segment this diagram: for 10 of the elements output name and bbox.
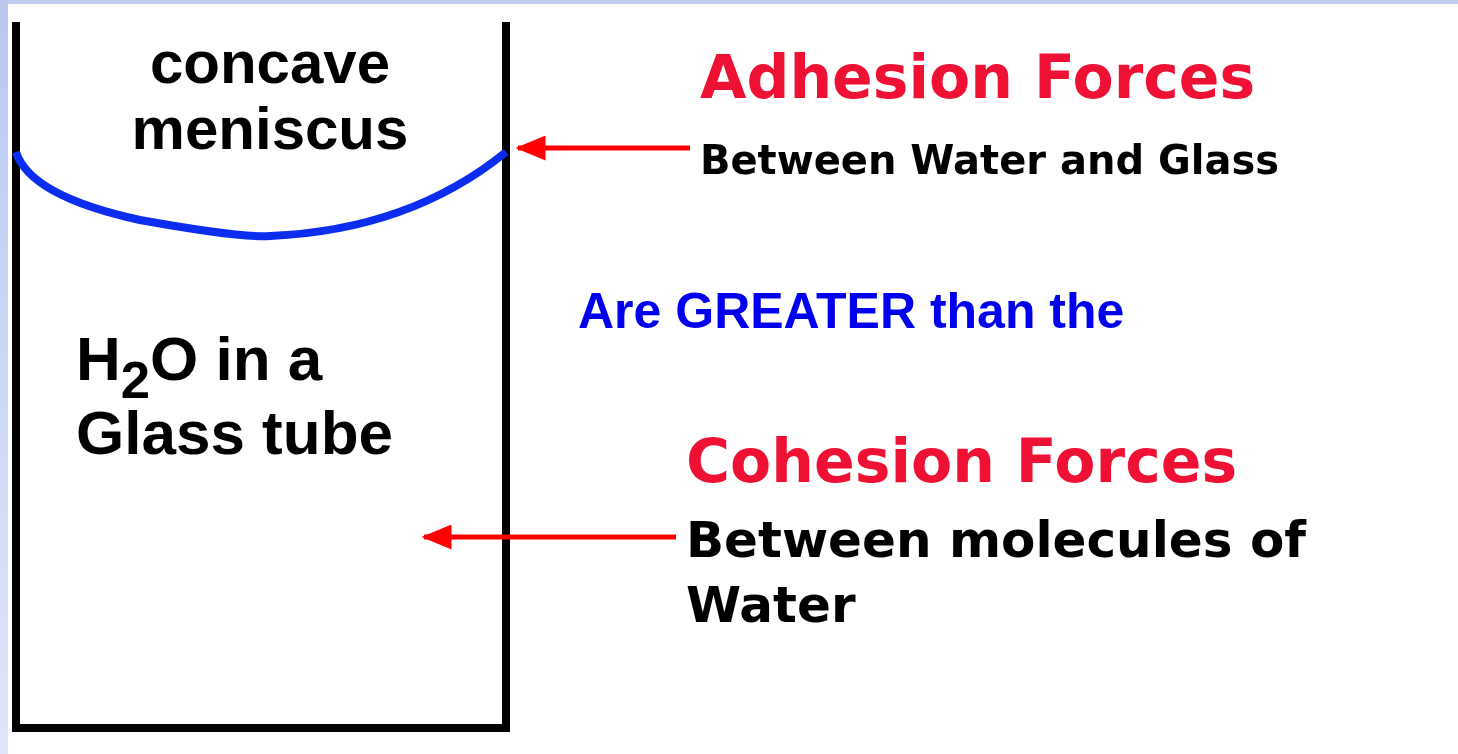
arrow — [421, 524, 676, 550]
arrow — [515, 135, 690, 161]
water-label: H$_{2}$O in a Glass tube — [76, 323, 394, 470]
comparison-text: Are GREATER than the — [578, 284, 1125, 339]
force-description: Between Water and Glass — [700, 136, 1281, 185]
force-description: Between molecules of Water — [686, 510, 1308, 636]
glass-tube — [10, 20, 512, 734]
force-heading: Cohesion Forces — [686, 428, 1239, 494]
force-heading: Adhesion Forces — [700, 44, 1257, 110]
tube-label: concave meniscus — [130, 30, 410, 162]
